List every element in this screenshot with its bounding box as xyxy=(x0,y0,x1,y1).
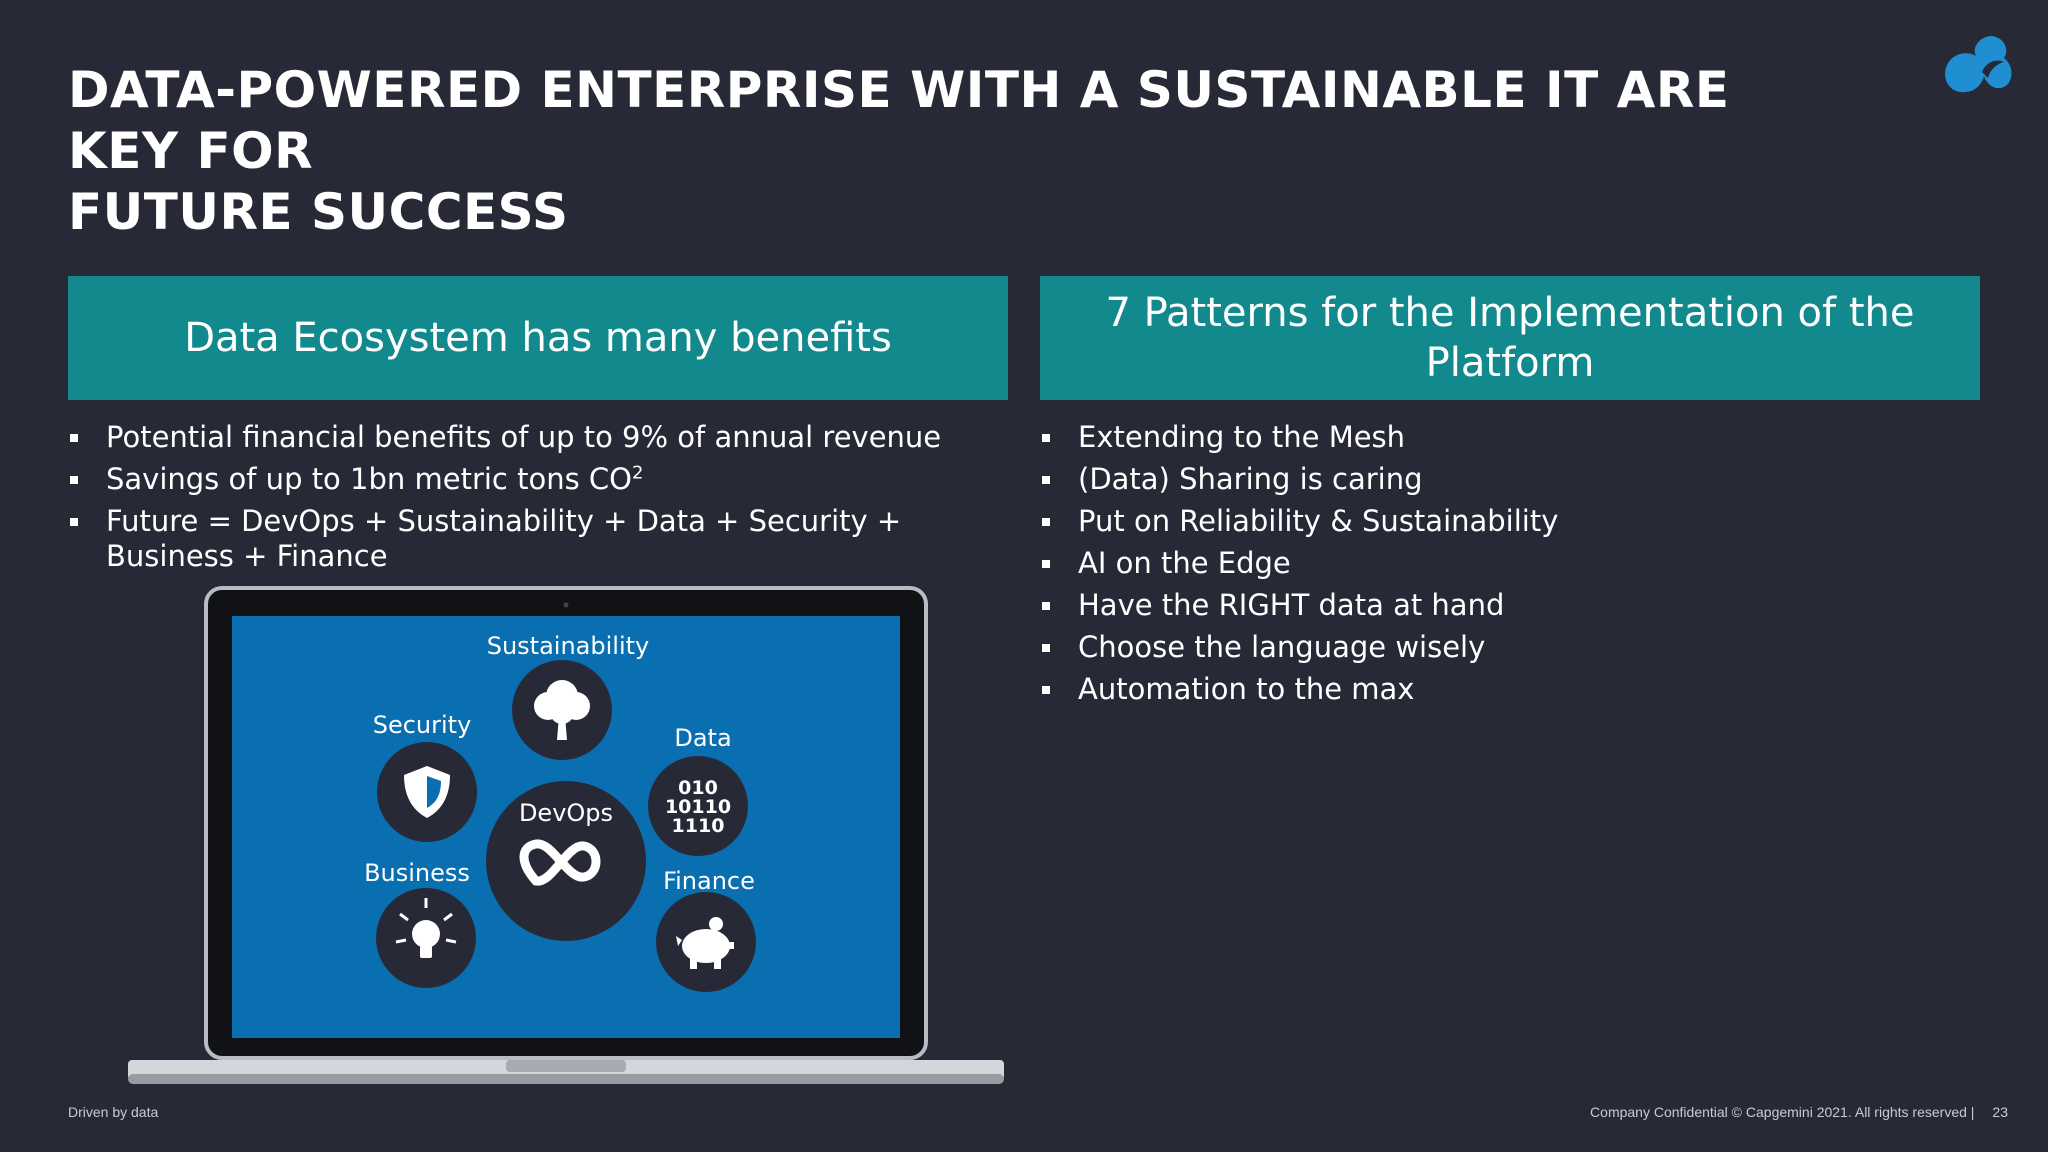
bullet-marker xyxy=(1042,644,1050,652)
page-number: 23 xyxy=(1992,1104,2008,1120)
list-item: Automation to the max xyxy=(1040,672,1940,707)
bullet-marker xyxy=(1042,476,1050,484)
webcam-dot xyxy=(563,602,569,608)
bullet-marker xyxy=(1042,602,1050,610)
infinity-icon xyxy=(519,839,601,886)
binary-line-1: 010 xyxy=(678,777,718,799)
security-label: Security xyxy=(373,711,472,739)
bullet-marker xyxy=(70,476,78,484)
list-item: AI on the Edge xyxy=(1040,546,1940,581)
list-item-text: (Data) Sharing is caring xyxy=(1078,462,1423,496)
bullet-marker xyxy=(1042,518,1050,526)
list-item-text: Potential financial benefits of up to 9%… xyxy=(106,420,942,454)
patterns-list: Extending to the Mesh (Data) Sharing is … xyxy=(1040,420,1940,714)
binary-line-2: 10110 xyxy=(665,796,731,818)
superscript: 2 xyxy=(631,462,644,484)
capgemini-logo-icon xyxy=(1945,36,2012,93)
right-panel-header: 7 Patterns for the Implementation of the… xyxy=(1040,276,1980,400)
list-item-text: Automation to the max xyxy=(1078,672,1415,706)
list-item-text: Extending to the Mesh xyxy=(1078,420,1406,454)
left-panel-header: Data Ecosystem has many benefits xyxy=(68,276,1008,400)
data-label: Data xyxy=(674,724,731,752)
list-item-text: Savings of up to 1bn metric tons CO xyxy=(106,462,632,496)
data-node: Data 010 10110 1110 xyxy=(648,724,748,856)
tree-icon xyxy=(534,680,590,740)
list-item: Savings of up to 1bn metric tons CO2 xyxy=(68,462,988,497)
list-item: Choose the language wisely xyxy=(1040,630,1940,665)
copyright-text: Company Confidential © Capgemini 2021. A… xyxy=(1590,1104,1975,1120)
slide-title: DATA-POWERED ENTERPRISE WITH A SUSTAINAB… xyxy=(68,60,1848,243)
devops-node: DevOps xyxy=(486,781,646,941)
laptop-illustration: DevOps Sustainability Security Data 010 … xyxy=(128,586,1004,1084)
laptop-notch xyxy=(506,1060,626,1072)
footer-tagline: Driven by data xyxy=(68,1104,159,1120)
list-item: Have the RIGHT data at hand xyxy=(1040,588,1940,623)
list-item: Put on Reliability & Sustainability xyxy=(1040,504,1940,539)
security-node: Security xyxy=(373,711,477,842)
bullet-marker xyxy=(70,518,78,526)
list-item: Future = DevOps + Sustainability + Data … xyxy=(68,504,988,574)
title-line-2: FUTURE SUCCESS xyxy=(68,183,569,241)
list-item-text: Future = DevOps + Sustainability + Data … xyxy=(106,504,902,573)
lightbulb-icon xyxy=(395,898,457,958)
list-item: Extending to the Mesh xyxy=(1040,420,1940,455)
devops-label: DevOps xyxy=(519,799,613,827)
bullet-marker xyxy=(70,434,78,442)
list-item-text: AI on the Edge xyxy=(1078,546,1291,580)
finance-node: Finance xyxy=(656,867,756,992)
title-line-1: DATA-POWERED ENTERPRISE WITH A SUSTAINAB… xyxy=(68,61,1730,180)
finance-label: Finance xyxy=(663,867,755,895)
piggy-bank-icon xyxy=(676,917,734,969)
list-item: Potential financial benefits of up to 9%… xyxy=(68,420,988,455)
list-item-text: Choose the language wisely xyxy=(1078,630,1486,664)
list-item-text: Put on Reliability & Sustainability xyxy=(1078,504,1559,538)
laptop-base-shadow xyxy=(128,1074,1004,1084)
binary-line-3: 1110 xyxy=(672,815,725,837)
list-item: (Data) Sharing is caring xyxy=(1040,462,1940,497)
business-node: Business xyxy=(364,859,476,988)
bullet-marker xyxy=(1042,434,1050,442)
sustainability-node: Sustainability xyxy=(487,632,650,760)
list-item-text: Have the RIGHT data at hand xyxy=(1078,588,1505,622)
bullet-marker xyxy=(1042,560,1050,568)
bullet-marker xyxy=(1042,686,1050,694)
footer-copyright: Company Confidential © Capgemini 2021. A… xyxy=(1590,1104,2008,1120)
sustainability-label: Sustainability xyxy=(487,632,650,660)
benefits-list: Potential financial benefits of up to 9%… xyxy=(68,420,988,581)
business-label: Business xyxy=(364,859,470,887)
